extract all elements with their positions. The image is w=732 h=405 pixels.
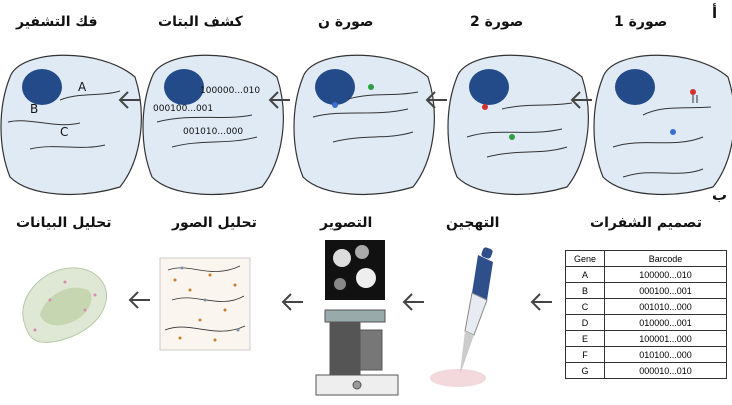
microscope-image xyxy=(325,240,385,300)
cell-image-n xyxy=(293,54,435,196)
data-analysis-figure xyxy=(22,267,107,343)
pipette-icon xyxy=(430,247,493,387)
table-cell-barcode: 000010...010 xyxy=(604,362,727,379)
table-header-row: Gene Barcode xyxy=(565,250,727,267)
panel-label-b: ب xyxy=(712,186,728,204)
arrow-left-icon xyxy=(281,293,303,311)
arrow-left-icon xyxy=(128,291,150,309)
step-title-hybridization: التهجين xyxy=(446,215,500,231)
table-cell-gene: B xyxy=(565,282,605,299)
step-title-data-analysis: تحليل البيانات xyxy=(16,215,112,231)
table-header-barcode: Barcode xyxy=(604,250,727,267)
step-title-image-analysis: تحليل الصور xyxy=(172,215,257,231)
arrow-left-icon xyxy=(402,293,424,311)
table-cell-barcode: 100000...010 xyxy=(604,266,727,283)
step-title-bit-calling: كشف البتات xyxy=(158,14,243,30)
step-title-imaging: التصوير xyxy=(320,215,373,231)
cell-image-2 xyxy=(447,54,589,196)
arrows-bottom xyxy=(128,291,552,311)
table-cell-gene: A xyxy=(565,266,605,283)
cell-decoding xyxy=(0,54,142,196)
table-cell-gene: D xyxy=(565,314,605,331)
image-analysis-figure xyxy=(159,257,251,351)
bit-string-1: 100000...010 xyxy=(200,86,260,96)
decode-letter-c: C xyxy=(60,125,68,139)
step-title-image-n: صورة ن xyxy=(318,14,374,30)
arrows-top xyxy=(118,91,592,109)
bit-string-3: 001010...000 xyxy=(183,127,243,137)
decode-letter-b: B xyxy=(30,102,38,116)
cell-image-1 xyxy=(593,54,732,196)
arrow-left-icon xyxy=(425,91,447,109)
table-cell-gene: F xyxy=(565,346,605,363)
table-cell-barcode: 010100...000 xyxy=(604,346,727,363)
arrow-left-icon xyxy=(268,91,290,109)
step-title-image-1: صورة 1 xyxy=(614,14,668,30)
step-title-decoding: فك التشفير xyxy=(16,14,98,30)
table-cell-barcode: 000100...001 xyxy=(604,282,727,299)
step-title-barcode-design: تصميم الشفرات xyxy=(590,215,702,231)
arrow-left-icon xyxy=(530,293,552,311)
bit-string-2: 000100...001 xyxy=(153,104,213,114)
arrow-left-icon xyxy=(570,91,592,109)
table-cell-barcode: 001010...000 xyxy=(604,298,727,315)
decode-letter-a: A xyxy=(78,80,87,94)
table-cell-gene: E xyxy=(565,330,605,347)
step-title-image-2: صورة 2 xyxy=(470,14,524,30)
cell-bit-calling xyxy=(142,54,284,196)
table-cell-gene: G xyxy=(565,362,605,379)
table-cell-gene: C xyxy=(565,298,605,315)
panel-label-a: أ xyxy=(712,4,718,22)
table-cell-barcode: 010000...001 xyxy=(604,314,727,331)
table-cell-barcode: 100001...000 xyxy=(604,330,727,347)
arrow-left-icon xyxy=(118,91,140,109)
table-header-gene: Gene xyxy=(565,250,605,267)
microscope-icon xyxy=(315,309,399,396)
